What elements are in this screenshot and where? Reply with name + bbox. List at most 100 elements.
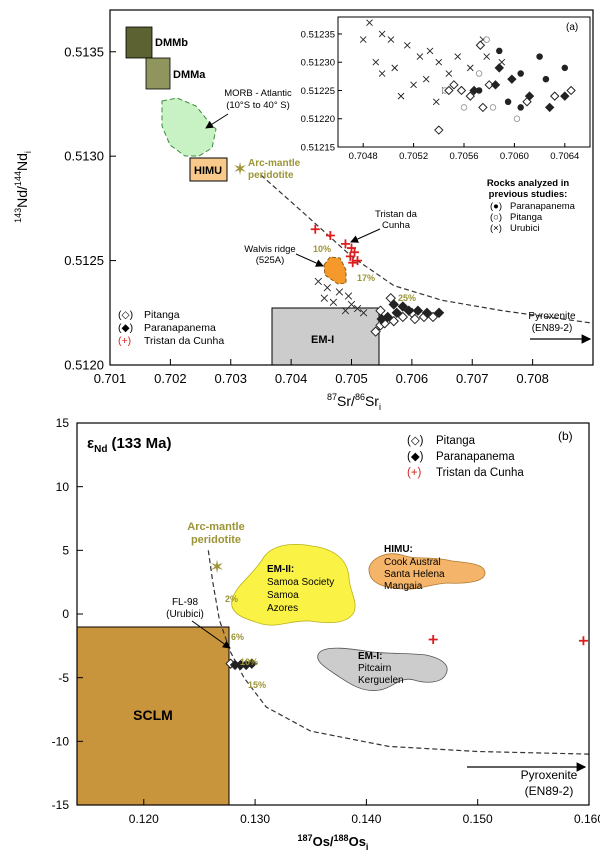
- inset-x-tick-label: 0.7056: [449, 151, 478, 162]
- y-tick-label: 5: [62, 544, 69, 558]
- panel-b-data-points: [225, 634, 588, 671]
- em1-member-1: Pitcairn: [358, 663, 391, 674]
- mixing-curve: [260, 174, 594, 324]
- himu-label: HIMU: [194, 165, 222, 177]
- inset-paranapanema-diamonds-point: [544, 102, 555, 113]
- pyroxenite-label-b-2: (EN89-2): [525, 784, 574, 798]
- legend-a-pitanga-label: Pitanga: [144, 309, 180, 321]
- y-tick-label: 15: [56, 416, 70, 430]
- panel-a-data-points: [310, 224, 445, 337]
- arc-mantle-star-icon-b: ✶: [209, 557, 224, 577]
- urubici-point: [335, 288, 344, 296]
- urubici-point: [323, 284, 332, 292]
- y-tick-label: 0.5130: [64, 149, 104, 164]
- himu-member-2: Santa Helena: [384, 569, 445, 580]
- inset-urubici-point: [391, 64, 399, 72]
- x-tick-label: 0.120: [129, 812, 159, 826]
- tristan-label-2: Cunha: [382, 220, 411, 231]
- arc-mantle-star-icon: ✶: [232, 159, 247, 179]
- inset-pitanga-point: [513, 115, 521, 122]
- pct-6-label: 6%: [231, 632, 244, 642]
- inset-urubici-point: [466, 64, 474, 72]
- inset-paranapanema-diamonds-point: [560, 91, 570, 101]
- inset-urubici-point: [483, 53, 490, 60]
- inset-legend-title-2: previous studies:: [489, 189, 568, 200]
- paranapanema-point: [412, 305, 424, 316]
- inset-urubici-point: [387, 36, 395, 43]
- x-tick-label: 0.702: [154, 371, 187, 386]
- inset-urubici-point: [426, 47, 434, 55]
- pyroxenite-label-b: Pyroxenite: [521, 768, 578, 782]
- x-tick-label: 0.706: [396, 371, 429, 386]
- morb-atlantic-field: [161, 97, 217, 157]
- inset-urubici-point: [397, 92, 405, 100]
- legend-b-tristan-label: Tristan da Cunha: [436, 467, 524, 479]
- dmma-label: DMMa: [173, 69, 206, 81]
- tristan-da-cunha-point: [348, 258, 358, 268]
- inset-x-tick-label: 0.7052: [399, 151, 428, 162]
- y-tick-label: -10: [52, 735, 70, 749]
- urubici-point: [359, 309, 368, 317]
- x-tick-label: 0.708: [516, 371, 549, 386]
- inset-urubici-point: [366, 19, 373, 26]
- inset-urubici-point: [435, 58, 443, 66]
- inset-pitanga-point: [483, 36, 490, 43]
- inset-pitanga-diamonds-point: [478, 102, 488, 113]
- morb-arrow: [205, 113, 229, 129]
- arc-mantle-label-b-2: peridotite: [191, 534, 241, 546]
- inset-paranapanema-point: [504, 98, 512, 106]
- pitanga-point: [397, 311, 409, 323]
- em1-field-b: [317, 647, 448, 691]
- walvis-label: Walvis ridge: [244, 244, 295, 255]
- em2-label: EM-II:: [267, 564, 294, 575]
- x-tick-label: 0.701: [94, 371, 127, 386]
- x-axis-label-a: 87Sr/86Sri: [327, 392, 381, 412]
- pitanga-point: [370, 326, 381, 337]
- inset-pitanga-diamonds-point: [550, 91, 560, 101]
- panel-b-title: εNd(133 Ma): [87, 435, 172, 455]
- legend-b: (◇) Pitanga (◆) Paranapanema (+) Tristan…: [407, 435, 524, 479]
- himu-box: [189, 157, 228, 182]
- inset-paranapanema-point: [496, 47, 503, 55]
- himu-label-b: HIMU:: [384, 544, 413, 555]
- legend-b-pitanga-label: Pitanga: [436, 435, 476, 447]
- legend-a-tristan-marker: (+): [118, 335, 131, 347]
- tristan-da-cunha-point: [350, 247, 360, 257]
- legend-b-paranapanema-label: Paranapanema: [436, 451, 515, 463]
- pct-25-label: 25%: [398, 293, 416, 303]
- pyroxenite-label-a-2: (EN89-2): [532, 323, 573, 334]
- legend-a: (◇) Pitanga (◆) Paranapanema (+) Tristan…: [118, 309, 224, 347]
- inset-legend-pitanga-label: Pitanga: [510, 212, 543, 223]
- em1-member-2: Kerguelen: [358, 675, 404, 686]
- sclm-label: SCLM: [133, 707, 173, 723]
- x-tick-label: 0.140: [351, 812, 381, 826]
- inset-y-tick-label: 0.51230: [301, 58, 335, 69]
- inset-y-tick-label: 0.51235: [301, 29, 335, 40]
- x-axis-label-b: 187Os/188Osi: [298, 833, 369, 852]
- inset-paranapanema-point: [561, 64, 569, 72]
- inset-pitanga-diamonds-point: [465, 91, 476, 101]
- himu-member-3: Mangaia: [384, 581, 423, 592]
- pct-10-label-b: 10%: [240, 657, 258, 667]
- pitanga-point: [427, 311, 439, 323]
- y-tick-label: 0: [62, 607, 69, 621]
- morb-sublabel: (10°S to 40° S): [226, 100, 290, 111]
- legend-a-tristan-label: Tristan da Cunha: [144, 335, 224, 347]
- x-tick-label: 0.703: [214, 371, 247, 386]
- sclm-box: [76, 626, 230, 806]
- inset-pitanga-point: [460, 104, 468, 111]
- legend-a-pitanga-marker: (◇): [118, 309, 133, 321]
- inset-pitanga-point: [475, 70, 483, 77]
- arc-mantle-label-2: peridotite: [248, 170, 294, 181]
- inset-pitanga-diamonds-point: [566, 85, 576, 96]
- tristan-da-cunha-point: [353, 256, 363, 266]
- inset-paranapanema-point: [542, 75, 550, 83]
- y-tick-label: 0.5120: [64, 358, 104, 373]
- dmmb-box: [125, 26, 153, 59]
- urubici-point: [329, 298, 338, 307]
- em2-member-1: Samoa Society: [267, 577, 334, 588]
- em1-label: EM-I: [311, 334, 334, 346]
- dmmb-label: DMMb: [155, 37, 188, 49]
